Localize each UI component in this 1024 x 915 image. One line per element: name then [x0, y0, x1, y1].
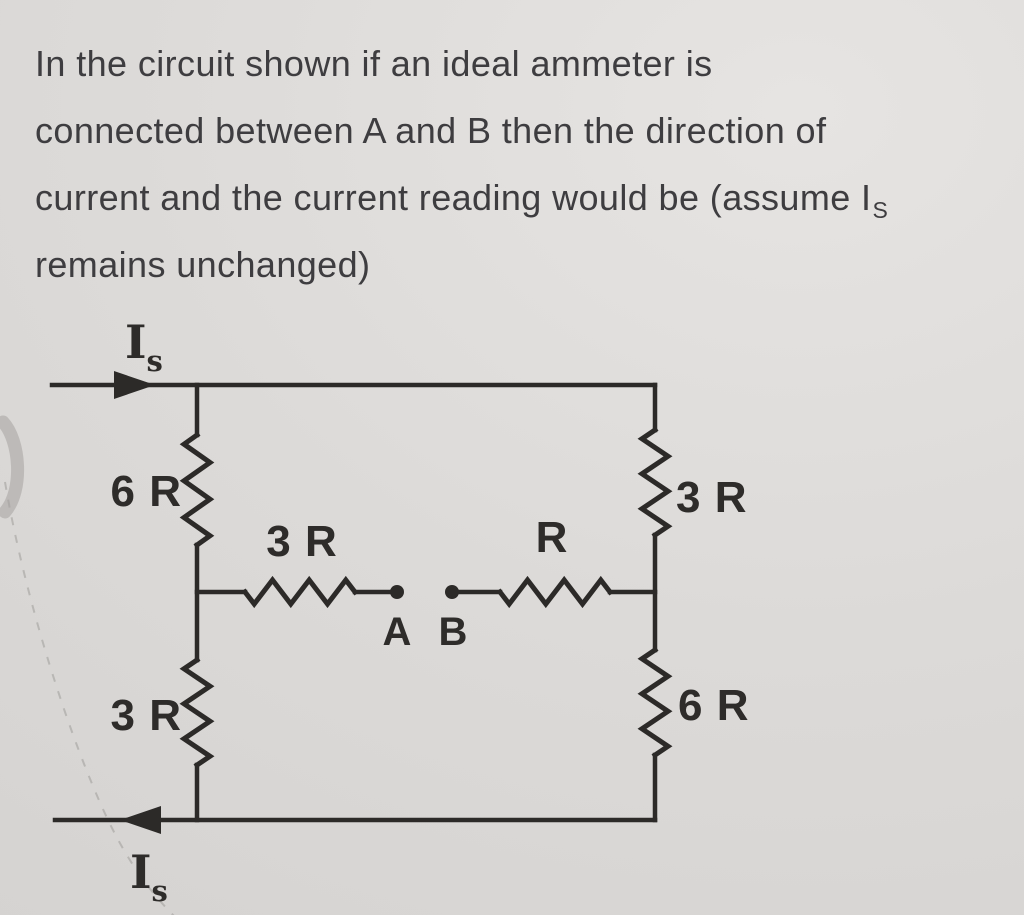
source-current-bottom-sub: s [152, 874, 168, 908]
resistor-left-upper [179, 431, 215, 549]
photo-artifact-crescent [0, 415, 25, 519]
resistor-middle-right-label: R [536, 513, 569, 562]
question-line-4-text: remains unchanged) [35, 244, 371, 285]
source-current-top-sub: s [147, 344, 163, 378]
resistor-left-lower-label: 3 R [111, 691, 182, 740]
resistor-left-upper-label: 6 R [111, 467, 182, 516]
resistor-right-upper [637, 426, 673, 539]
node-a-dot [390, 585, 404, 599]
node-b-dot [445, 585, 459, 599]
current-out-arrow [120, 806, 161, 834]
question-line-1: In the circuit shown if an ideal ammeter… [35, 30, 1023, 97]
current-symbol-subscript: S [872, 197, 889, 223]
source-current-top-main: I [125, 315, 147, 369]
question-text: In the circuit shown if an ideal ammeter… [35, 30, 1023, 298]
resistor-middle-right [496, 575, 614, 609]
current-in-arrow [114, 371, 155, 399]
question-line-1-text: In the circuit shown if an ideal ammeter… [35, 43, 713, 84]
question-line-3: current and the current reading would be… [35, 164, 1023, 231]
question-line-3-text: current and the current reading would be… [35, 177, 872, 218]
source-current-bottom-label: Is [130, 845, 168, 908]
photo-artifact-curl-line [4, 481, 175, 915]
circuit-diagram: 6 R 3 R 3 R 6 R 3 R R A B Is Is [0, 315, 749, 915]
question-line-2-text: connected between A and B then the direc… [35, 110, 827, 151]
resistor-middle-left [241, 575, 359, 609]
question-line-4: remains unchanged) [35, 231, 1023, 298]
question-line-2: connected between A and B then the direc… [35, 97, 1023, 164]
resistor-right-lower [637, 646, 673, 759]
node-b-label: B [439, 610, 468, 654]
source-current-bottom-main: I [130, 845, 152, 899]
resistor-right-lower-label: 6 R [678, 681, 749, 730]
source-current-top-label: Is [125, 315, 163, 378]
resistor-right-upper-label: 3 R [676, 473, 747, 522]
resistor-left-lower [179, 656, 215, 769]
resistor-middle-left-label: 3 R [266, 517, 337, 566]
node-a-label: A [383, 610, 412, 654]
